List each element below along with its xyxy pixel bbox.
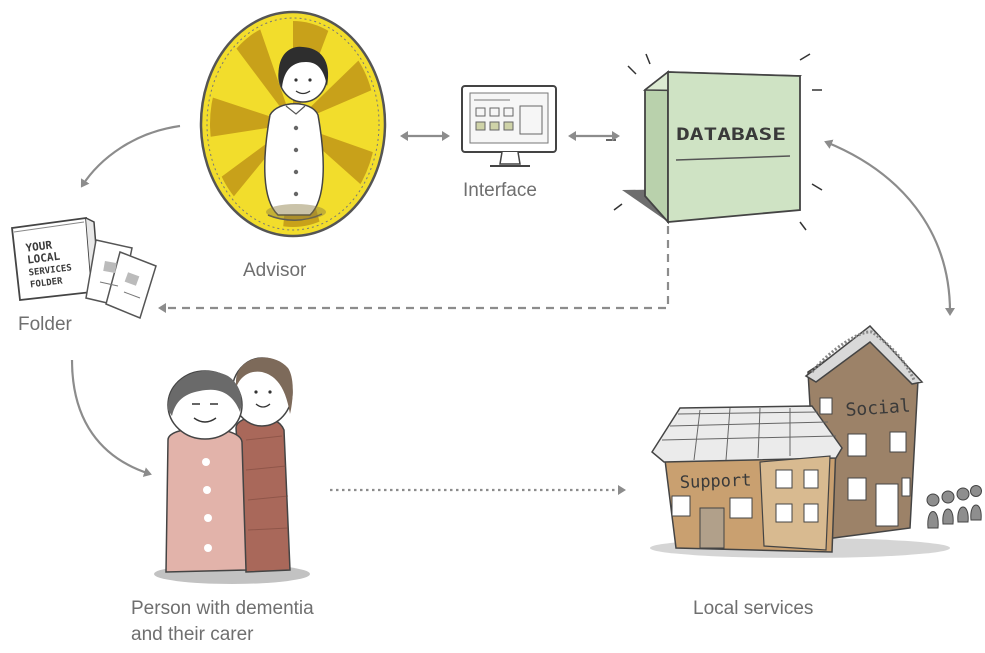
interface-label: Interface bbox=[463, 180, 537, 201]
database-sign-text: DATABASE bbox=[676, 125, 786, 145]
local-services-label: Local services bbox=[693, 598, 814, 619]
advisor-figure bbox=[264, 46, 329, 221]
connectors bbox=[70, 124, 955, 495]
arrow-advisor-to-folder bbox=[80, 124, 181, 188]
folder-cover-text: YOUR LOCAL SERVICES FOLDER bbox=[25, 236, 81, 291]
advisor-illustration bbox=[199, 10, 387, 238]
arrow-database-to-folder bbox=[158, 226, 670, 313]
local-services-illustration: Social Support bbox=[650, 324, 982, 558]
arrow-services-database bbox=[824, 139, 955, 316]
person-and-carer-illustration bbox=[154, 357, 310, 584]
person-label-line2: and their carer bbox=[131, 624, 254, 645]
person-label-line1: Person with dementia bbox=[131, 598, 314, 619]
arrow-folder-to-person bbox=[70, 359, 152, 477]
support-sign-text: Support bbox=[679, 471, 751, 493]
folder-label: Folder bbox=[18, 314, 72, 335]
interface-monitor-icon bbox=[461, 85, 557, 167]
database-illustration: DATABASE bbox=[606, 53, 823, 231]
advisor-label: Advisor bbox=[243, 260, 307, 281]
social-sign-text: Social bbox=[845, 396, 911, 421]
folder-illustration: YOUR LOCAL SERVICES FOLDER bbox=[11, 216, 157, 320]
